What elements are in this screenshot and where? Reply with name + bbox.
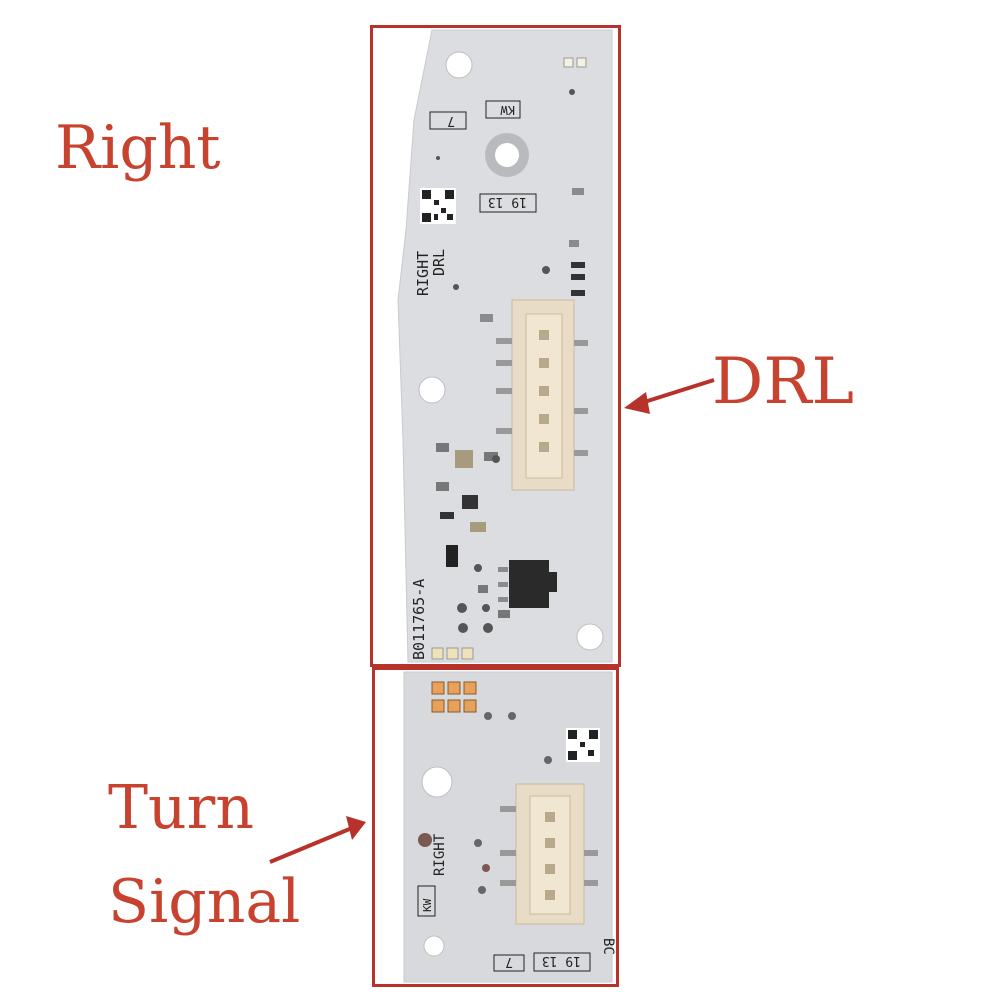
silk-box-kw-turn [417, 885, 436, 917]
silk-box-7-turn [493, 954, 525, 972]
turn-vias [474, 712, 552, 894]
vias [436, 89, 575, 633]
turn-arrow [269, 816, 366, 864]
mount-hole [421, 766, 453, 798]
silk-kw: KW [500, 103, 515, 117]
warm-led [461, 647, 474, 660]
silk-kw-turn: KW [421, 898, 434, 912]
amber-led-array [431, 681, 477, 713]
drl-label: DRL [712, 345, 854, 419]
mount-hole [495, 143, 519, 167]
drl-connector [496, 299, 588, 491]
qr-code [420, 188, 456, 224]
silk-date: 19 13 [488, 194, 527, 209]
silk-box-date-turn [533, 952, 591, 972]
silk-part-number: B011765-A [410, 579, 428, 660]
silk-7-turn: 7 [505, 954, 513, 969]
white-led [576, 57, 587, 68]
drl-arrow [624, 378, 715, 414]
silk-box-date [479, 193, 537, 213]
signal-label: Signal [108, 867, 301, 937]
silk-date-turn: 19 13 [542, 953, 581, 968]
mount-hole [423, 935, 445, 957]
silk-box-7 [429, 111, 467, 130]
qr-code [566, 728, 600, 762]
silk-box-kw [485, 100, 521, 119]
white-led [563, 57, 574, 68]
mount-hole [576, 623, 604, 651]
silk-turn-right: RIGHT [432, 833, 448, 876]
turn-connector [500, 783, 598, 925]
turn-signal-highlight-box [372, 667, 619, 987]
title-label: Right [55, 113, 221, 183]
silk-drl: DRL [430, 249, 448, 276]
turn-label: Turn [108, 773, 254, 843]
silk-turn-part: BC [600, 938, 616, 955]
copper-pad [418, 833, 432, 847]
drl-highlight-box [370, 25, 621, 667]
mount-hole [418, 376, 446, 404]
smd-components [436, 188, 585, 618]
silk-right: RIGHT [414, 251, 432, 296]
warm-led [446, 647, 459, 660]
warm-led [431, 647, 444, 660]
mount-hole [445, 51, 473, 79]
silk-7: 7 [447, 113, 455, 128]
